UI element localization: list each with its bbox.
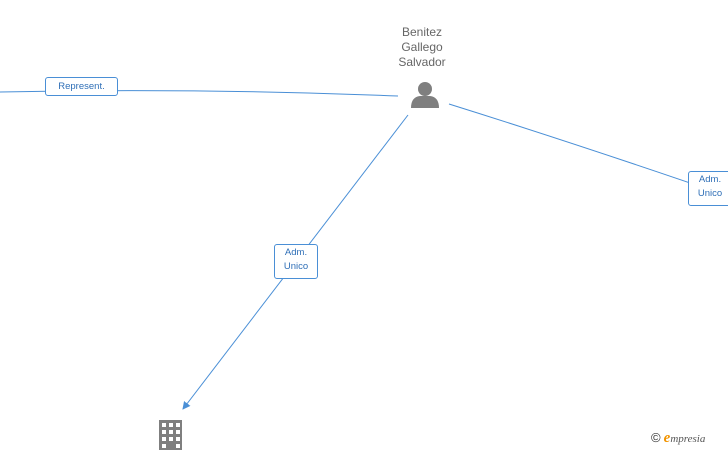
building-icon[interactable]: [159, 420, 182, 450]
person-icon[interactable]: [411, 82, 439, 108]
empresia-watermark: © empresia: [651, 430, 705, 447]
edge-label-represent: Represent.: [45, 77, 118, 96]
edge-adm-unico-right: [448, 103, 728, 197]
edge-label-text: Adm.: [698, 174, 722, 185]
edge-label-adm-unico-company: Adm. Unico: [274, 244, 318, 279]
edge-label-adm-unico-right: Adm. Unico: [688, 171, 728, 206]
edge-label-text: Unico: [283, 261, 309, 272]
person-name-line: Gallego: [401, 40, 443, 54]
person-name[interactable]: Benitez Gallego Salvador: [372, 25, 472, 70]
person-name-line: Salvador: [398, 55, 446, 69]
brand-name: mpresia: [670, 433, 706, 445]
person-name-line: Benitez: [401, 25, 443, 39]
copyright-symbol: ©: [651, 430, 661, 445]
brand-initial: e: [663, 430, 671, 446]
edge-label-text: Represent.: [58, 81, 105, 92]
edge-label-text: Unico: [697, 188, 723, 199]
edge-label-text: Adm.: [284, 247, 308, 258]
